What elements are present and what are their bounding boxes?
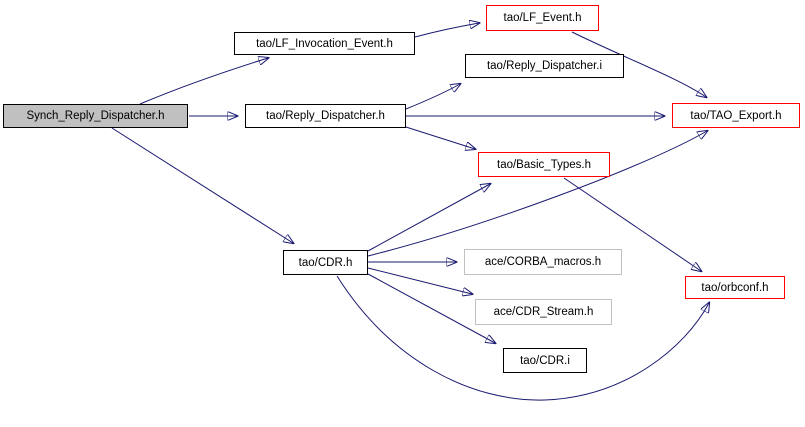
edge-synch-to-cdr-h (111, 127, 293, 243)
node-synch-reply-dispatcher-h[interactable]: Synch_Reply_Dispatcher.h (3, 104, 188, 128)
node-reply-dispatcher-h[interactable]: tao/Reply_Dispatcher.h (245, 104, 406, 128)
edge-cdr-h-to-cdr-stream (367, 267, 472, 294)
edge-reply-dispatcher-h-to-reply-dispatcher-i (405, 84, 460, 110)
node-tao-export-h[interactable]: tao/TAO_Export.h (672, 103, 800, 128)
node-cdr-i[interactable]: tao/CDR.i (503, 348, 587, 373)
node-basic-types-h[interactable]: tao/Basic_Types.h (478, 152, 610, 177)
node-cdr-stream-h[interactable]: ace/CDR_Stream.h (475, 299, 612, 325)
edge-synch-to-lf-invocation-event (139, 58, 268, 105)
node-orbconf-h[interactable]: tao/orbconf.h (685, 276, 785, 299)
edge-cdr-h-to-cdr-i (367, 273, 495, 343)
node-lf-invocation-event-h[interactable]: tao/LF_Invocation_Event.h (234, 32, 415, 55)
node-cdr-h[interactable]: tao/CDR.h (283, 250, 368, 275)
edge-lf-event-to-tao-export (571, 31, 706, 97)
node-reply-dispatcher-i[interactable]: tao/Reply_Dispatcher.i (465, 54, 624, 78)
edge-cdr-h-to-tao-export (367, 131, 707, 257)
edge-cdr-h-to-orbconf (336, 275, 709, 401)
edge-reply-dispatcher-h-to-basic-types (405, 126, 475, 149)
edge-lf-invocation-event-to-lf-event (414, 23, 479, 38)
edge-cdr-h-to-basic-types (367, 184, 490, 252)
node-corba-macros-h[interactable]: ace/CORBA_macros.h (464, 249, 622, 275)
edge-basic-types-to-orbconf (563, 177, 701, 271)
node-lf-event-h[interactable]: tao/LF_Event.h (486, 5, 599, 31)
